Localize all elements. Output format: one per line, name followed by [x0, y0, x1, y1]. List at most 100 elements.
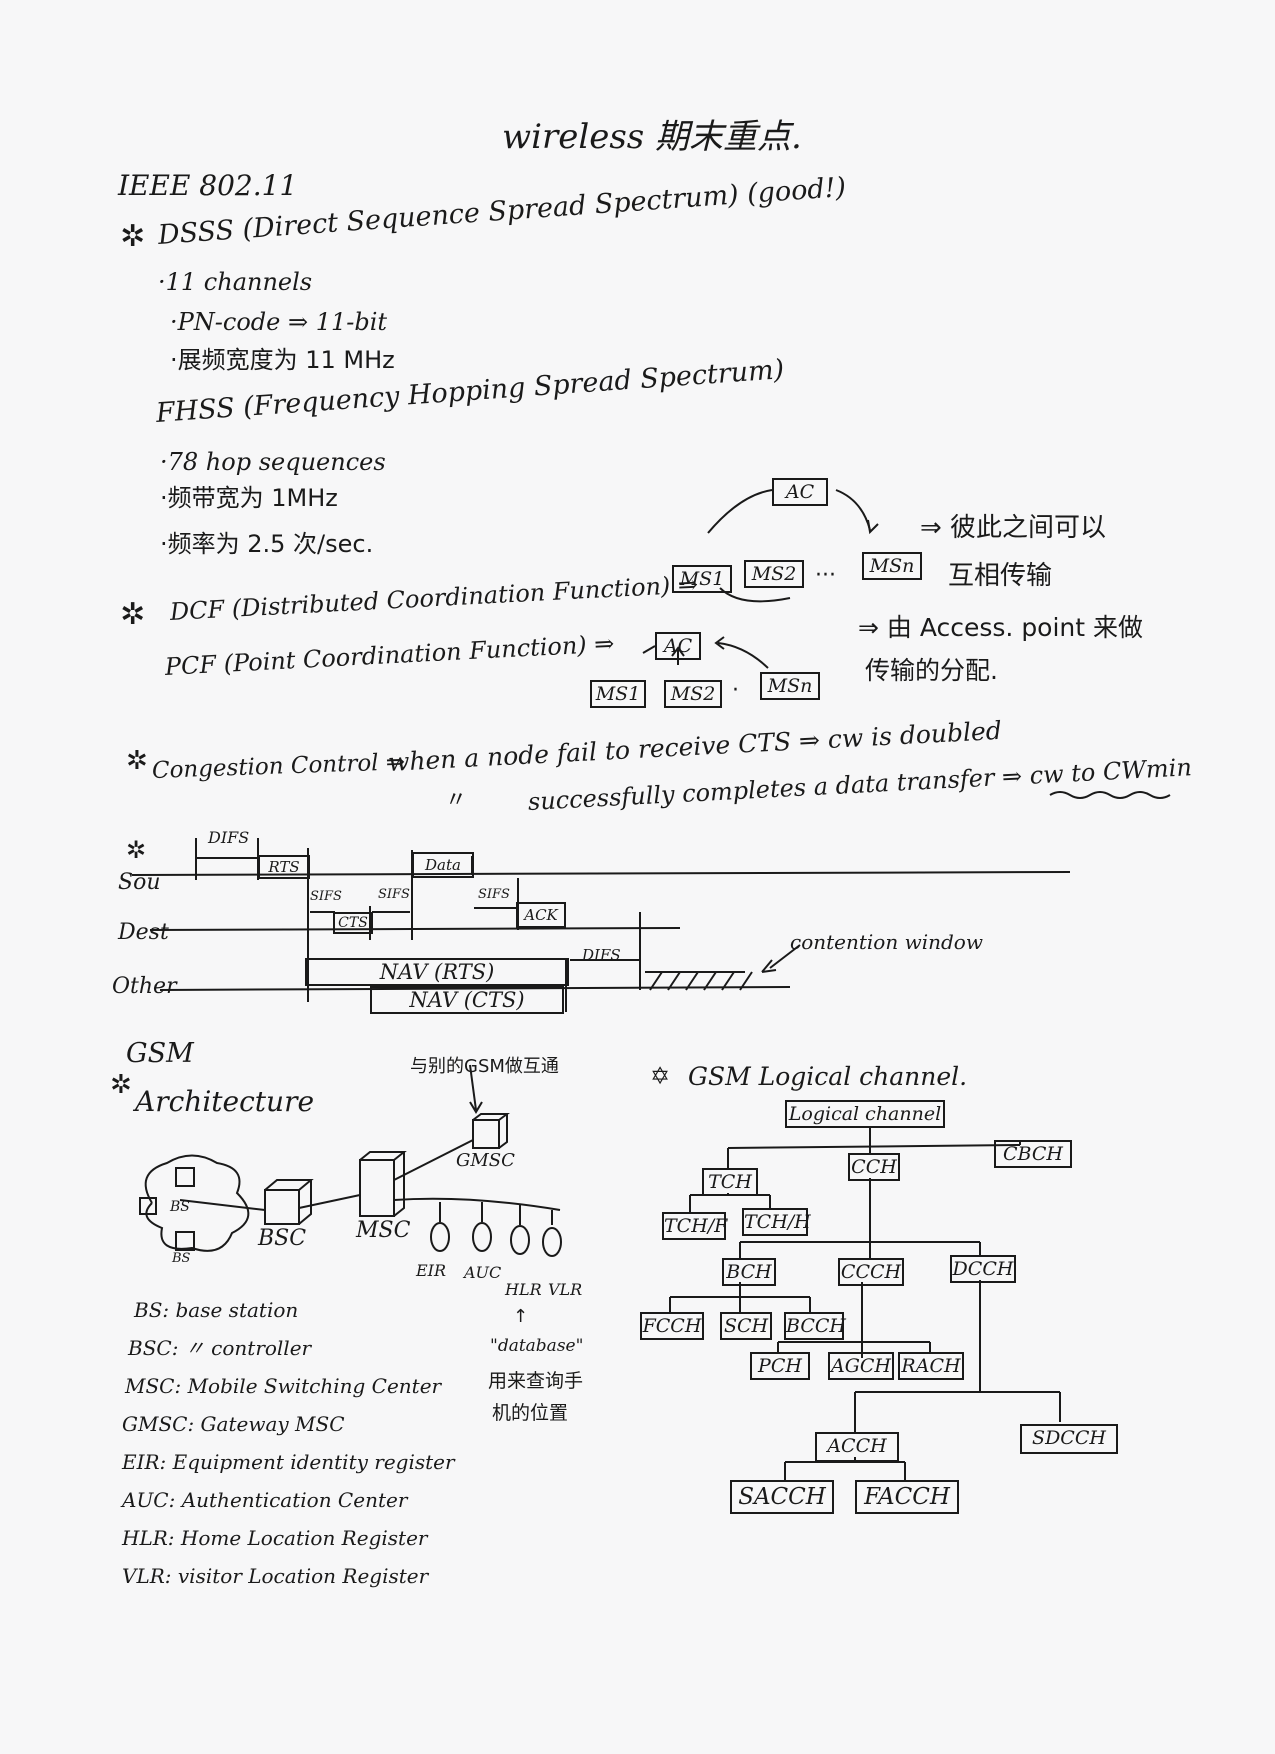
db-links — [439, 1202, 553, 1225]
difs-label: DIFS — [208, 828, 250, 847]
cts-frame: CTS — [333, 912, 373, 934]
node-bcch: BCCH — [784, 1312, 846, 1340]
node-ccch: CCCH — [838, 1258, 904, 1286]
arrow-contention — [761, 944, 801, 973]
architecture-heading: Architecture — [135, 1085, 315, 1118]
bsc-cube-top — [264, 1179, 314, 1225]
legend-gmsc: GMSC: Gateway MSC — [122, 1412, 345, 1436]
pcf-node-msn: MSn — [760, 672, 820, 700]
db-note-1: "database" — [490, 1336, 584, 1356]
dsss-item-3: ·展频宽度为 11 MHz — [170, 346, 395, 374]
bs-label-2: BS — [172, 1251, 191, 1266]
node-agch: AGCH — [828, 1352, 894, 1380]
data-frame: Data — [412, 852, 474, 878]
msc-tower-top — [359, 1151, 407, 1217]
sifs2-label: SIFS — [378, 887, 410, 902]
db-label-eir: EIR — [416, 1261, 447, 1280]
node-bch: BCH — [722, 1258, 776, 1286]
db-label-vlr: VLR — [548, 1280, 583, 1299]
nav-cts: NAV (CTS) — [370, 986, 564, 1014]
row-other: Other — [112, 974, 177, 999]
pcf-note-2: 传输的分配. — [865, 656, 998, 685]
pcf-note-1: ⇒ 由 Access. point 来做 — [858, 613, 1144, 642]
contention-label: contention window — [790, 930, 983, 954]
arrow-interconnect — [469, 1064, 483, 1114]
tree-l1-bar — [727, 1144, 1021, 1149]
arrow-ms2-up — [671, 646, 685, 665]
line-sou — [131, 871, 1071, 876]
gmsc-cube — [472, 1119, 500, 1149]
nav-rts: NAV (RTS) — [305, 958, 569, 986]
sifs1-label: SIFS — [310, 889, 342, 904]
gsm-heading: GSM — [126, 1038, 194, 1069]
legend-msc: MSC: Mobile Switching Center — [125, 1374, 442, 1398]
pcf-node-ms2: MS2 — [664, 680, 722, 708]
node-tch-f: TCH/F — [662, 1212, 727, 1240]
msc-tower — [359, 1159, 395, 1217]
db-note-3: 机的位置 — [492, 1402, 569, 1424]
node-pch: PCH — [750, 1352, 810, 1380]
link-bsc-msc — [298, 1194, 361, 1209]
pcf-dot: · — [732, 678, 739, 703]
arrow-ms1-to-ac — [707, 489, 773, 534]
gmsc-cube-top — [472, 1113, 510, 1149]
db-eir — [430, 1222, 450, 1252]
db-hlr — [510, 1225, 530, 1255]
contention-hatch — [649, 971, 753, 991]
star-mark: ✲ — [120, 219, 146, 254]
bs-label: BS — [170, 1199, 190, 1215]
legend-vlr: VLR: visitor Location Register — [122, 1564, 429, 1588]
line-dest — [149, 927, 681, 931]
dcf-dots: ··· — [815, 563, 836, 588]
star-mark-dcf: ✲ — [120, 597, 146, 632]
pcf-node-ms1: MS1 — [590, 680, 646, 708]
legend-bsc: BSC: 〃 controller — [128, 1336, 312, 1360]
gmsc-label: GMSC — [456, 1150, 515, 1171]
ack-frame: ACK — [516, 902, 566, 928]
node-sch: SCH — [720, 1312, 772, 1340]
mobile-phone — [139, 1197, 157, 1215]
dcf-note-2: 互相传输 — [948, 561, 1053, 591]
node-tch-h: TCH/H — [742, 1208, 811, 1236]
row-dest: Dest — [118, 920, 169, 945]
bs-icon-2 — [175, 1231, 195, 1251]
node-cch: CCH — [848, 1153, 900, 1181]
difs2-label: DIFS — [582, 946, 621, 964]
fhss-item-2: ·频带宽为 1MHz — [160, 484, 338, 512]
arrowhead — [867, 519, 879, 535]
arrow-ms1-to-ac-pcf — [642, 645, 656, 654]
node-tch: TCH — [702, 1168, 758, 1196]
star-mark-gsm: ✲ — [110, 1070, 132, 1100]
dsss-item-2: ·PN-code ⇒ 11-bit — [170, 308, 388, 336]
arrow-msn-to-ac — [714, 636, 769, 669]
msc-label: MSC — [356, 1218, 411, 1243]
logical-heading: GSM Logical channel. — [688, 1062, 968, 1091]
congestion-ditto: 〃 — [445, 788, 468, 813]
link-msc-gmsc — [393, 1139, 474, 1181]
dsss-item-1: ·11 channels — [158, 268, 313, 296]
fhss-item-1: ·78 hop sequences — [160, 448, 386, 476]
rts-frame: RTS — [258, 855, 310, 879]
node-acch: ACCH — [815, 1432, 899, 1462]
star-mark-timing: ✲ — [126, 836, 147, 864]
dcf-node-ac: AC — [772, 478, 828, 506]
star-mark-logical: ✡ — [650, 1062, 671, 1090]
node-facch: FACCH — [855, 1480, 959, 1514]
db-auc — [472, 1222, 492, 1252]
node-logical-channel: Logical channel — [785, 1100, 945, 1128]
node-fcch: FCCH — [640, 1312, 704, 1340]
node-sdcch: SDCCH — [1020, 1424, 1118, 1454]
sifs3-label: SIFS — [478, 887, 510, 902]
legend-bs: BS: base station — [134, 1298, 299, 1322]
wavy-underline — [1049, 791, 1171, 799]
db-arrow: ↑ — [513, 1306, 529, 1327]
star-mark-congestion: ✲ — [126, 746, 148, 776]
fhss-item-3: ·频率为 2.5 次/sec. — [160, 530, 374, 558]
node-cbch: CBCH — [994, 1140, 1072, 1168]
db-note-2: 用来查询手 — [488, 1370, 584, 1392]
dcf-node-ms1: MS1 — [672, 565, 732, 593]
link-bs-bsc — [179, 1199, 266, 1211]
db-label-auc: AUC — [464, 1263, 502, 1282]
